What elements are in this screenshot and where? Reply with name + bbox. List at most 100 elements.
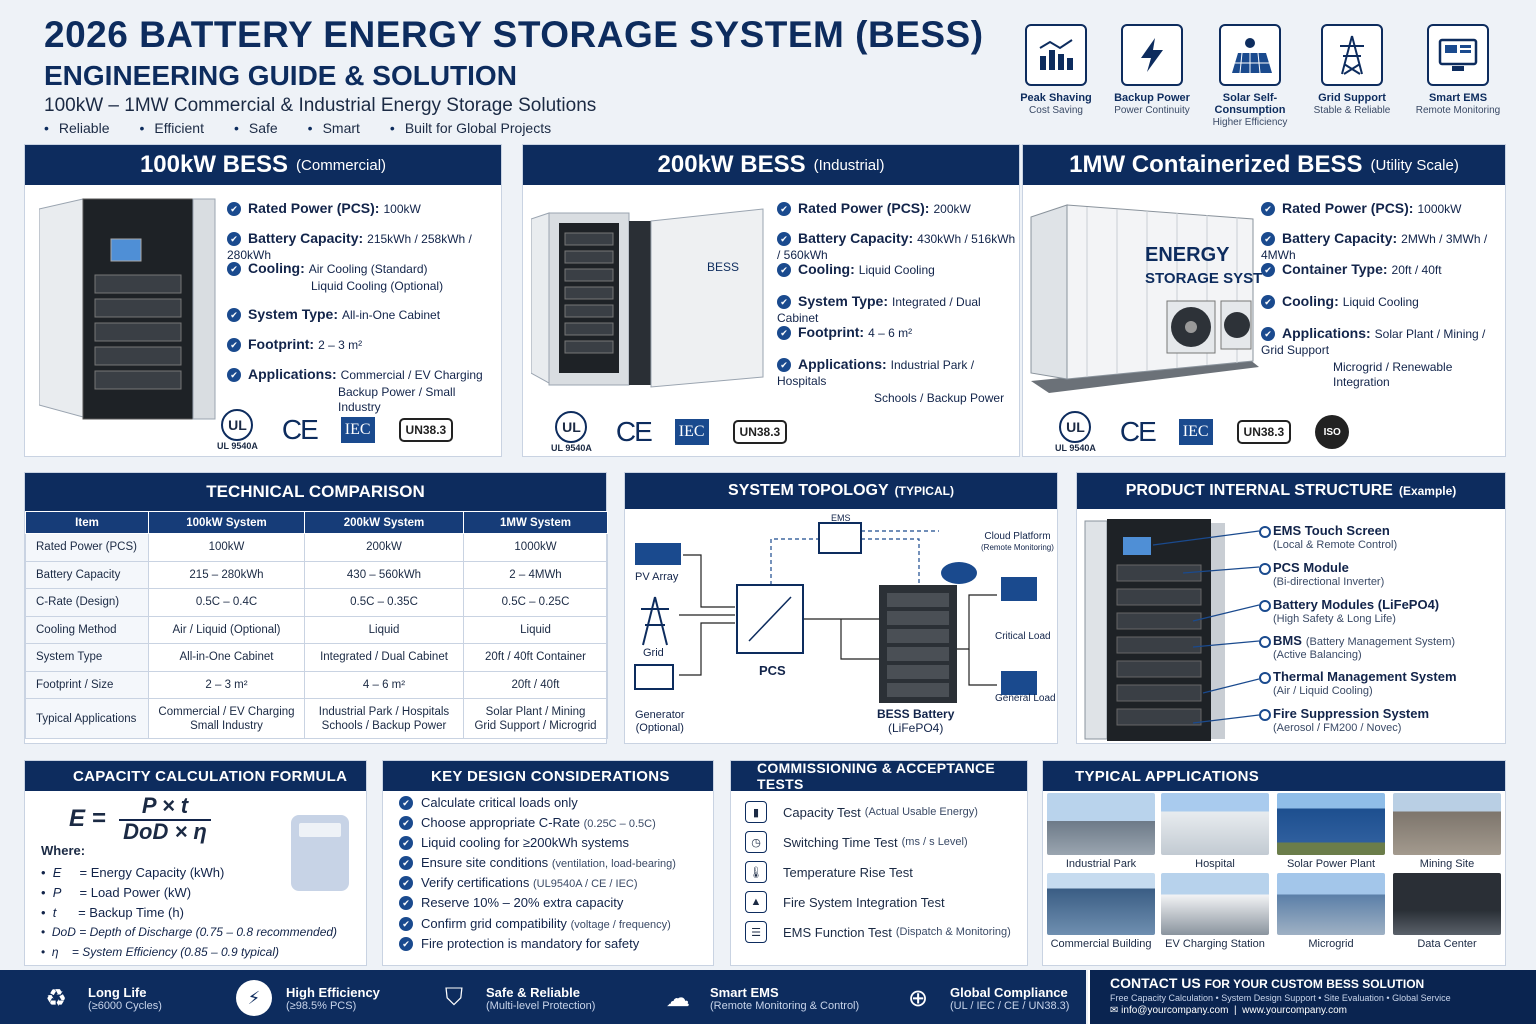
app-hospital: Hospital [1161,793,1269,870]
iso-logo: ISO [1315,415,1350,449]
formula-variable: • t = Backup Time (h) [41,905,184,920]
internal-structure: PRODUCT INTERNAL STRUCTURE(Example) EMS … [1076,472,1506,744]
app-microgrid: Microgrid [1277,873,1385,950]
section-title: TECHNICAL COMPARISON [25,473,606,511]
footer-high-efficiency: ⚡High Efficiency(≥98.5% PCS) [236,980,380,1016]
formula-numerator: P × t [119,793,211,821]
feature-sub: Cost Saving [1029,105,1083,116]
table-header-row: Item 100kW System 200kW System 1MW Syste… [25,511,608,534]
spec: Container Type:20ft / 40ft [1261,262,1442,278]
label-cloud: Cloud Platform(Remote Monitoring) [981,531,1054,552]
app-industrial-park: Industrial Park [1047,793,1155,870]
thermometer-icon: 🌡 [745,861,767,883]
page-title: 2026 BATTERY ENERGY STORAGE SYSTEM (BESS… [44,14,984,55]
product-header: 1MW Containerized BESS(Utility Scale) [1023,145,1505,185]
cabinet-label: BESS [707,260,739,274]
label-ems: EMS [831,513,851,523]
cabinet-image [39,198,216,420]
formula-variable: • E = Energy Capacity (kWh) [41,865,225,880]
test-item: ▲Fire System Integration Test [745,891,949,913]
footer-long-life: ♻Long Life(≥6000 Cycles) [38,980,162,1016]
building-icon [1001,577,1037,601]
section-title: PRODUCT INTERNAL STRUCTURE(Example) [1077,473,1505,509]
section-title: SYSTEM TOPOLOGY(TYPICAL) [625,473,1057,509]
spec: Battery Capacity:2MWh / 3MWh / 4MWh [1261,231,1505,263]
product-card-200kw: 200kW BESS(Industrial) BESS Rated Power … [522,144,1020,457]
email-icon: ✉ [1110,1005,1119,1016]
product-card-100kw: 100kW BESS(Commercial) Rated Power (PCS)… [24,144,502,457]
spec: Rated Power (PCS):100kW [227,201,421,217]
feature-bullets: Reliable Efficient Safe Smart Built for … [44,120,551,136]
email-link[interactable]: info@yourcompany.com [1121,1005,1229,1016]
check-item: Ensure site conditions (ventilation, loa… [399,855,676,870]
structure-item: Fire Suppression System(Aerosol / FM200 … [1258,706,1430,734]
un38-logo: UN38.3 [732,420,788,444]
app-solar-plant: Solar Power Plant [1277,793,1385,870]
spec: Cooling:Liquid Cooling [1261,294,1419,310]
test-item: ◷Switching Time Test(ms / s Level) [745,831,968,853]
formula-variable: • DoD = Depth of Discharge (0.75 – 0.8 r… [41,925,338,939]
spec: Applications:Solar Plant / Mining / Grid… [1261,326,1505,390]
footer-safe-reliable: ⛉Safe & Reliable(Multi-level Protection) [436,980,595,1016]
footer-smart-ems: ☁Smart EMS(Remote Monitoring & Control) [660,980,859,1016]
check-item: Reserve 10% – 20% extra capacity [399,895,623,910]
product-card-1mw: 1MW Containerized BESS(Utility Scale) EN… [1022,144,1506,457]
column-header: 200kW System [304,511,464,534]
footer-global-compliance: ⊕Global Compliance(UL / IEC / CE / UN38.… [900,980,1069,1016]
bullet: Reliable [44,120,110,136]
system-topology: SYSTEM TOPOLOGY(TYPICAL) PV Array Grid G… [624,472,1058,744]
iec-logo: IEC [1178,419,1213,445]
solar-panel-icon [635,543,681,565]
topology-diagram [634,522,1037,703]
app-commercial-building: Commercial Building [1047,873,1155,950]
cabinet-image: BESS [531,208,764,388]
check-item: Confirm grid compatibility (voltage / fr… [399,916,671,931]
column-header: Item [25,511,149,534]
feature-title: Smart EMS [1428,92,1488,104]
container-label-line1: ENERGY [1145,244,1230,266]
where-label: Where: [41,843,86,858]
ce-mark: CE [1119,416,1157,447]
structure-item: Thermal Management System(Air / Liquid C… [1259,669,1457,697]
label-general-load: General Load [995,693,1056,704]
spec: Footprint:4 – 6 m² [777,325,912,341]
spec: Rated Power (PCS):200kW [777,201,971,217]
un38-logo: UN38.3 [398,418,454,442]
feature-sub: Higher Efficiency [1212,117,1288,128]
feature-title: Backup Power [1114,92,1190,104]
technical-comparison: TECHNICAL COMPARISON Item 100kW System 2… [24,472,608,744]
formula-variable: • η = System Efficiency (0.85 – 0.9 typi… [41,945,279,959]
test-item: ▮Capacity Test(Actual Usable Energy) [745,801,978,823]
fire-icon: ▲ [745,891,767,913]
spec: System Type:All-in-One Cabinet [227,307,440,323]
feature-solar: Solar Self-Consumption Higher Efficiency [1200,24,1300,128]
contact-panel: CONTACT US FOR YOUR CUSTOM BESS SOLUTION… [1088,970,1536,1024]
column-header: 100kW System [148,511,305,534]
test-item: 🌡Temperature Rise Test [745,861,917,883]
spec: Cooling:Liquid Cooling [777,262,935,278]
feature-backup-power: Backup Power Power Continuity [1102,24,1202,116]
structure-item: BMS(Battery Management System)(Active Ba… [1258,633,1456,661]
factory-icon [1001,671,1037,695]
lightning-icon: ⚡ [236,980,272,1016]
spec: Cooling:Air Cooling (Standard)Liquid Coo… [227,261,443,294]
structure-item: PCS Module(Bi-directional Inverter) [1258,560,1385,588]
product-header: 200kW BESS(Industrial) [523,145,1019,185]
bullet: Smart [308,120,360,136]
web-link[interactable]: www.yourcompany.com [1242,1005,1347,1016]
un38-logo: UN38.3 [1236,420,1292,444]
check-item: Calculate critical loads only [399,795,578,810]
structure-item: Battery Modules (LiFePO4)(High Safety & … [1258,597,1440,625]
bullet: Efficient [140,120,204,136]
recycle-icon: ♻ [45,984,67,1012]
